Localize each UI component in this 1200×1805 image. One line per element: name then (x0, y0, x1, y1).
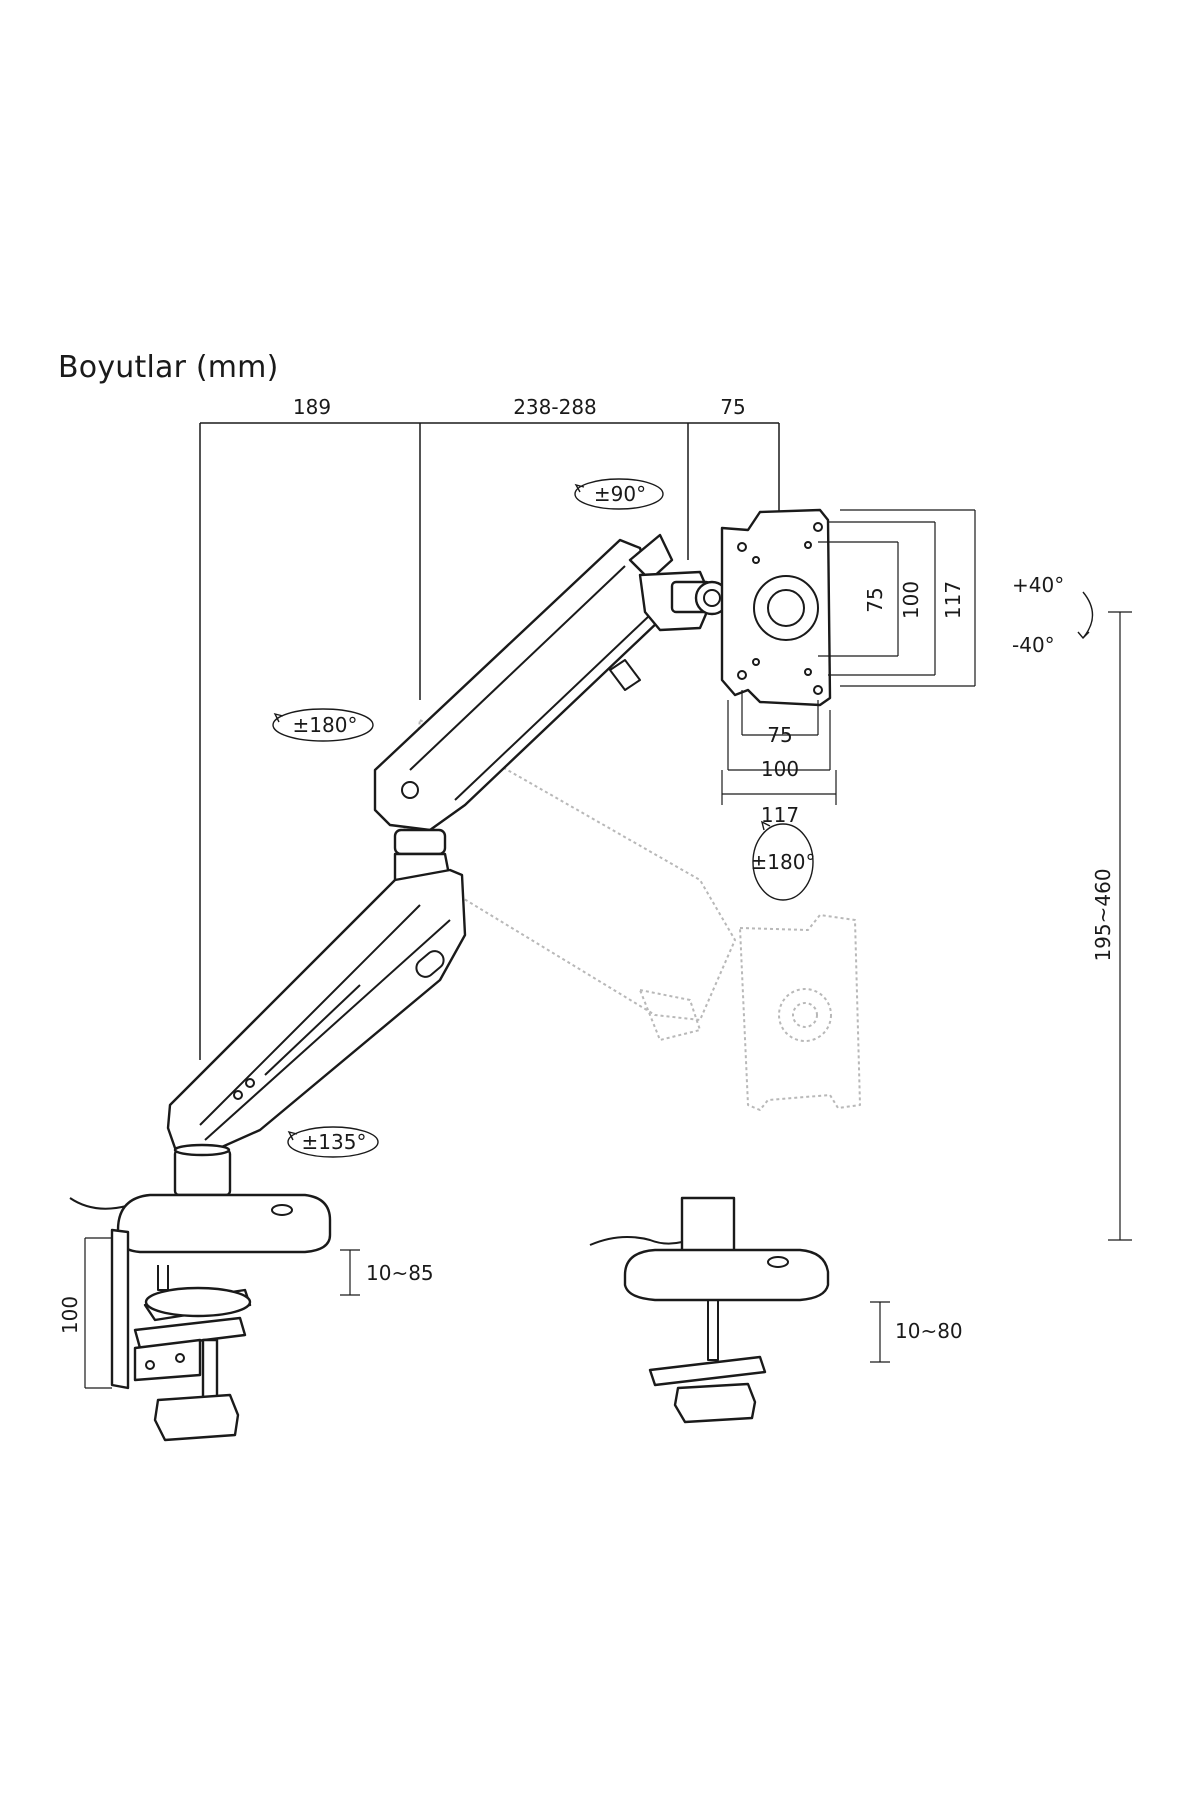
dim-vesa-v-117: 117 (941, 581, 965, 619)
dim-top-right: 75 (720, 395, 745, 419)
vesa-vertical-dimensions (818, 509, 976, 687)
rot-monitor-swivel: ±90° (594, 482, 646, 506)
left-clamp-dimensions (84, 1237, 360, 1389)
rotation-tilt-symbol (1077, 591, 1094, 640)
rot-base: ±135° (302, 1130, 367, 1154)
dim-clamp-height: 100 (58, 1296, 82, 1334)
base-column (173, 1143, 232, 1197)
rot-tilt-up: +40° (1012, 573, 1064, 597)
right-grommet-dimension (870, 1301, 890, 1363)
rot-tilt-down: -40° (1012, 633, 1055, 657)
vesa-plate (720, 508, 832, 707)
rotation-elbow-symbol (272, 708, 374, 742)
vesa-horizontal-dimensions (721, 690, 837, 805)
dim-clamp-left-thickness: 10~85 (366, 1261, 434, 1285)
rotation-monitor-symbol (752, 820, 814, 901)
dim-top-left: 189 (293, 395, 331, 419)
dim-vesa-h-75: 75 (767, 723, 792, 747)
lower-arm (166, 868, 467, 1152)
dim-vesa-v-75: 75 (863, 587, 887, 612)
dim-vesa-h-117: 117 (761, 803, 799, 827)
left-clamp-base (69, 1193, 332, 1442)
tilt-joint (638, 570, 730, 632)
top-dimension-lines (199, 422, 780, 1060)
dim-vesa-v-100: 100 (899, 581, 923, 619)
dim-clamp-right-thickness: 10~80 (895, 1319, 963, 1343)
page-title: Boyutlar (mm) (58, 350, 279, 385)
upper-arm (373, 533, 674, 832)
dim-vesa-h-100: 100 (761, 757, 799, 781)
dim-top-middle: 238-288 (513, 395, 597, 419)
dim-height-range: 195~460 (1091, 868, 1115, 961)
right-grommet-base (589, 1196, 830, 1424)
rotation-base-symbol (287, 1126, 379, 1158)
rot-elbow: ±180° (293, 713, 358, 737)
rot-monitor-rotate: ±180° (751, 850, 816, 874)
rotation-swivel-symbol (574, 478, 664, 510)
height-dimension (1108, 611, 1132, 1241)
